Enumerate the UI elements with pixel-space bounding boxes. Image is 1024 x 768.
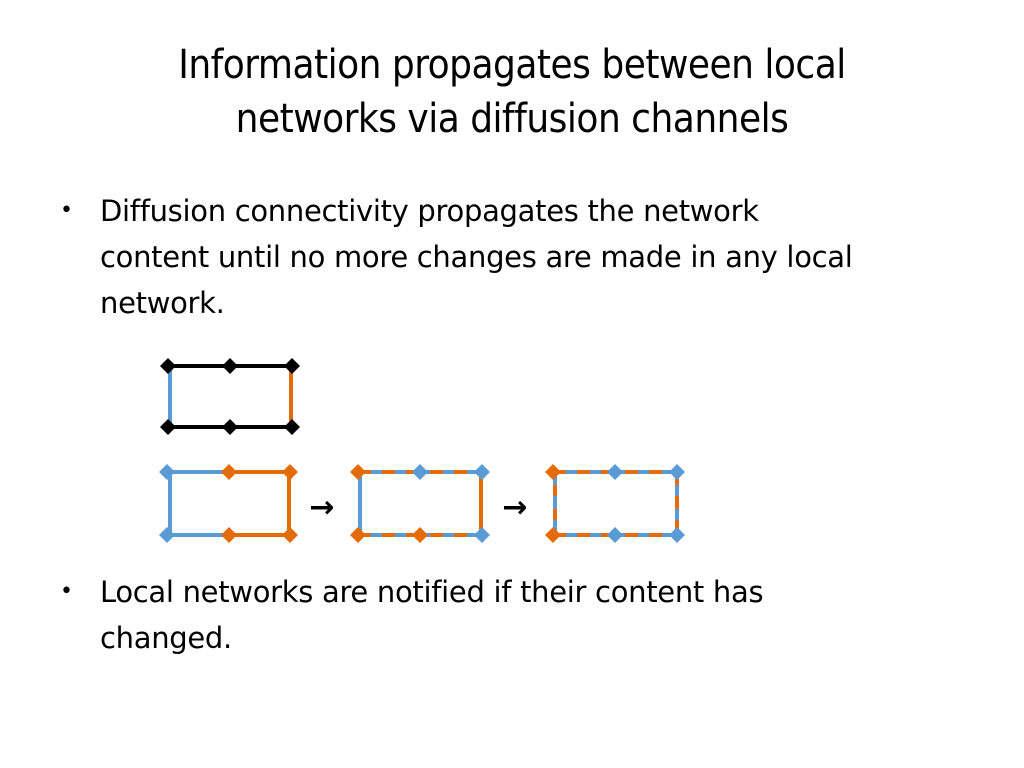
node-diamond bbox=[160, 419, 176, 435]
arrow-right-icon: → bbox=[502, 490, 527, 525]
node-diamond bbox=[159, 464, 175, 480]
node-diamond bbox=[412, 464, 428, 480]
slide-title: Information propagates between local net… bbox=[60, 38, 964, 146]
reference-network bbox=[160, 358, 300, 435]
node-diamond bbox=[412, 527, 428, 543]
bullet-text: Diffusion connectivity propagates the ne… bbox=[100, 188, 970, 326]
bullet-point-notification: • Local networks are notified if their c… bbox=[60, 569, 970, 661]
bullet-text-line: Diffusion connectivity propagates the ne… bbox=[100, 194, 759, 228]
bullet-text-line: changed. bbox=[100, 621, 232, 655]
node-diamond bbox=[284, 419, 300, 435]
network-state-1 bbox=[159, 464, 298, 543]
arrow-right-icon: → bbox=[309, 490, 334, 525]
bullet-icon: • bbox=[60, 198, 73, 223]
node-diamond bbox=[222, 358, 238, 374]
bullet-text-line: network. bbox=[100, 286, 225, 320]
bullet-text-line: content until no more changes are made i… bbox=[100, 240, 853, 274]
node-diamond bbox=[160, 358, 176, 374]
node-diamond bbox=[282, 464, 298, 480]
title-line: Information propagates between local bbox=[178, 42, 846, 88]
node-diamond bbox=[669, 527, 685, 543]
node-diamond bbox=[222, 419, 238, 435]
bullet-icon: • bbox=[60, 579, 73, 604]
node-diamond bbox=[284, 358, 300, 374]
node-diamond bbox=[545, 527, 561, 543]
bullet-text: Local networks are notified if their con… bbox=[100, 569, 970, 661]
node-diamond bbox=[221, 527, 237, 543]
node-diamond bbox=[350, 464, 366, 480]
network-state-3 bbox=[545, 464, 685, 543]
title-line: networks via diffusion channels bbox=[235, 96, 789, 142]
node-diamond bbox=[669, 464, 685, 480]
node-diamond bbox=[474, 464, 490, 480]
bullet-text-line: Local networks are notified if their con… bbox=[100, 575, 764, 609]
node-diamond bbox=[474, 527, 490, 543]
network-state-2 bbox=[350, 464, 490, 543]
node-diamond bbox=[607, 464, 623, 480]
node-diamond bbox=[159, 527, 175, 543]
node-diamond bbox=[607, 527, 623, 543]
node-diamond bbox=[545, 464, 561, 480]
bullet-point-diffusion: • Diffusion connectivity propagates the … bbox=[60, 188, 970, 326]
node-diamond bbox=[282, 527, 298, 543]
node-diamond bbox=[221, 464, 237, 480]
node-diamond bbox=[350, 527, 366, 543]
